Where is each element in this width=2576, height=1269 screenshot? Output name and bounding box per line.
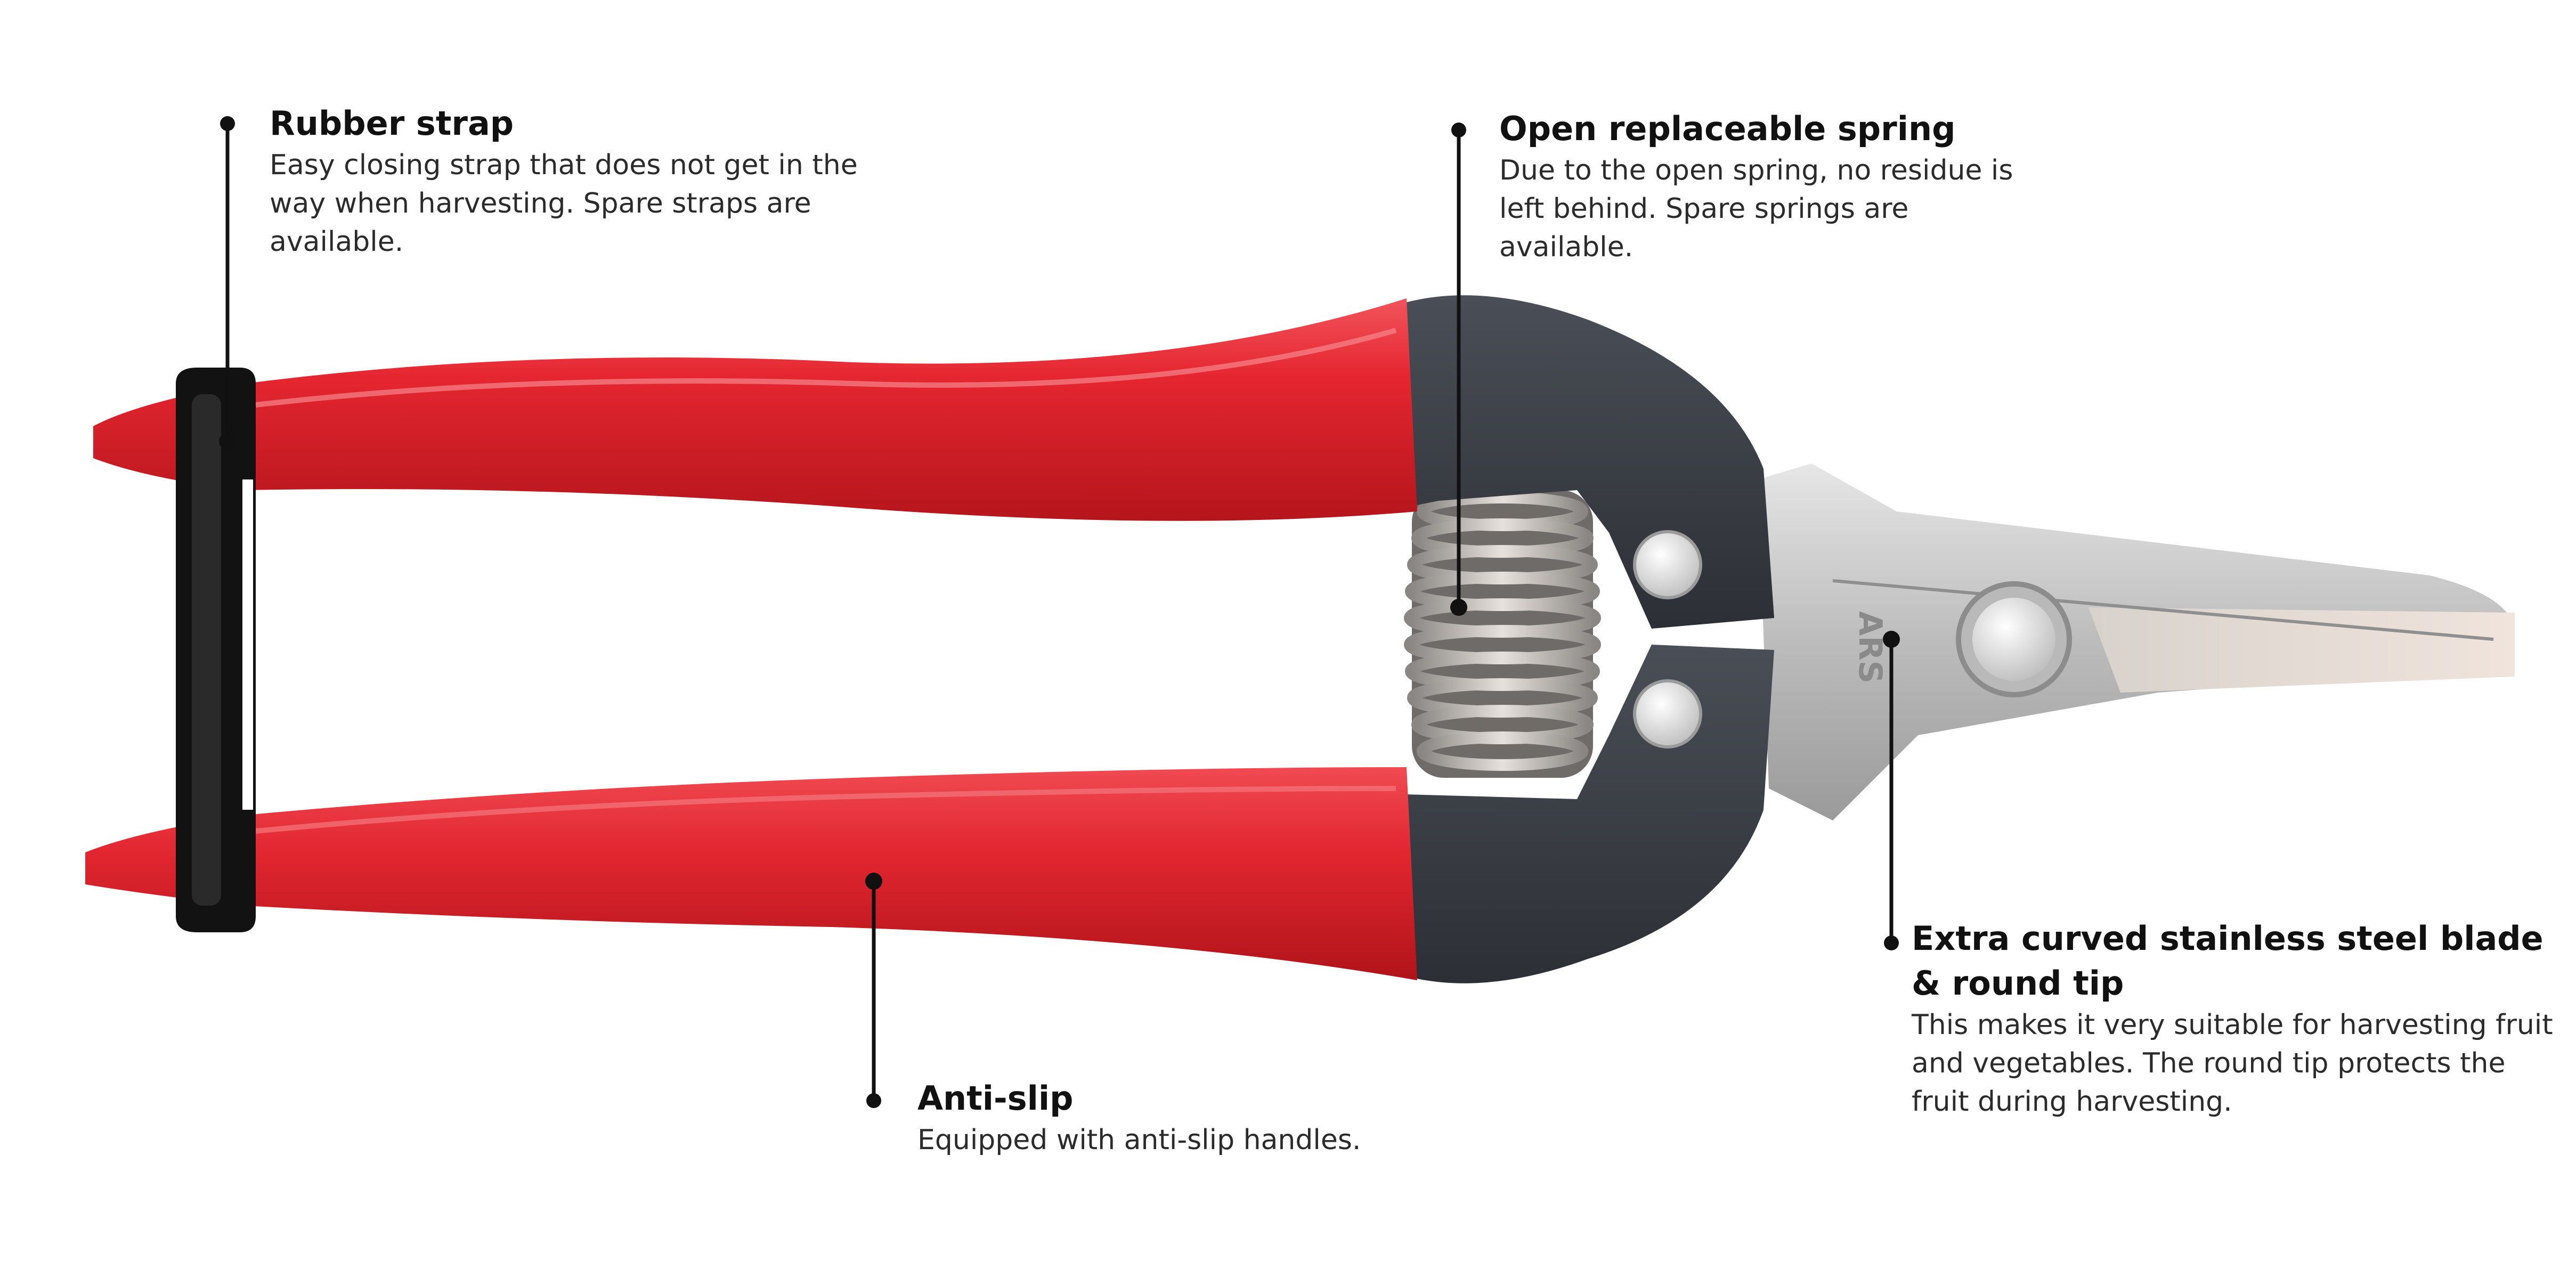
- upper-head-grip: [1385, 295, 1774, 629]
- lower-red-handle: [85, 767, 1417, 980]
- blade-anchor-dot: [1883, 631, 1900, 648]
- leader-lines: [219, 116, 1900, 1108]
- anti-slip-anchor-dot: [865, 873, 882, 890]
- lower-rivet: [1633, 679, 1702, 749]
- strap-anchor-dot: [219, 433, 236, 450]
- callout-title: Rubber strap: [270, 104, 514, 143]
- callout-title: Open replaceable spring: [1499, 109, 1956, 148]
- callout-body: Due to the open spring, no residue is le…: [1499, 154, 2013, 263]
- callout-title: Extra curved stainless steel blade & rou…: [1912, 919, 2544, 1003]
- coil-spring: [1404, 490, 1601, 778]
- lower-head-grip: [1385, 645, 1774, 983]
- blade-marking: ARS: [1851, 611, 1889, 684]
- callout-open-spring: Open replaceable spring Due to the open …: [1499, 107, 2032, 266]
- callout-body: Equipped with anti-slip handles.: [917, 1124, 1361, 1156]
- rubber-strap: [176, 368, 256, 932]
- upper-red-handle: [93, 298, 1417, 521]
- callout-body: This makes it very suitable for harvesti…: [1912, 1009, 2553, 1118]
- spring-anchor-dot: [1450, 599, 1467, 616]
- callout-body: Easy closing strap that does not get in …: [270, 149, 858, 258]
- callout-rubber-strap: Rubber strap Easy closing strap that doe…: [270, 101, 888, 261]
- callout-blade: Extra curved stainless steel blade & rou…: [1912, 916, 2567, 1121]
- callout-anti-slip: Anti-slip Equipped with anti-slip handle…: [917, 1076, 1557, 1159]
- stainless-steel-blade: ARS: [1758, 463, 2515, 820]
- callout-title: Anti-slip: [917, 1079, 1074, 1118]
- upper-rivet: [1633, 530, 1702, 599]
